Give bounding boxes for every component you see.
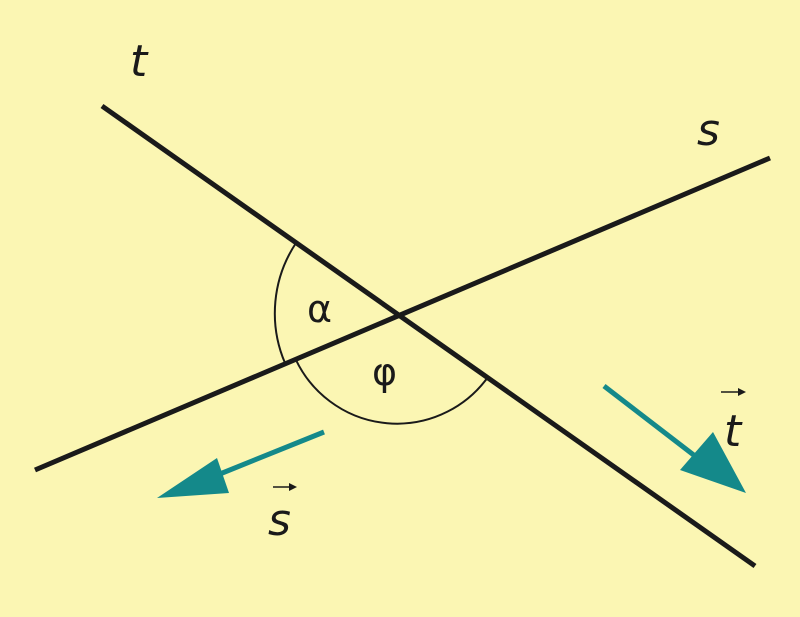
vector-s-letter: s (268, 495, 291, 546)
angle-phi-label: φ (372, 350, 397, 394)
line-t-label: t (130, 36, 149, 87)
vector-s-arrow (157, 429, 325, 498)
angle-phi-arc (295, 359, 489, 425)
vector-t-letter: t (724, 406, 743, 457)
vector-t-label: t (721, 388, 746, 457)
line-t (100, 103, 757, 569)
line-s (34, 155, 771, 473)
angle-alpha-label: α (307, 287, 332, 331)
angle-alpha-arc (273, 242, 297, 364)
vector-s-label: s (268, 483, 297, 546)
line-s-label: s (697, 105, 720, 156)
vector-t-arrow (602, 384, 746, 493)
